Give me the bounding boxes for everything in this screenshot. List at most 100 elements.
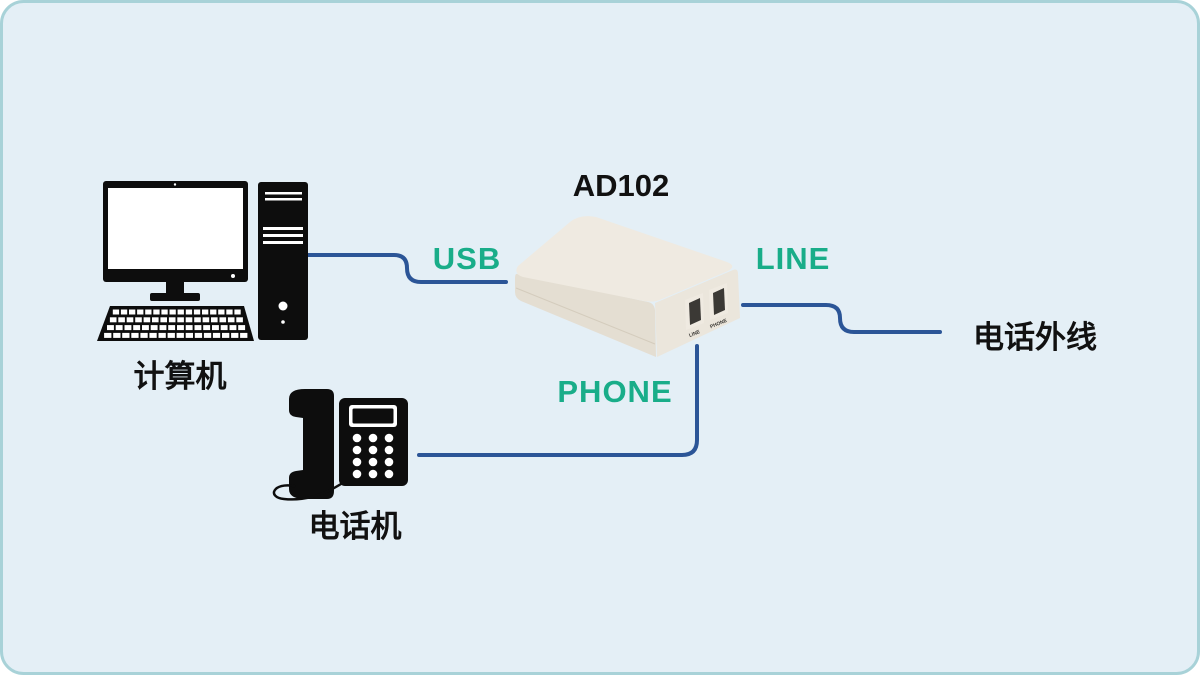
ad102-device: LINE PHONE bbox=[515, 216, 740, 357]
keyboard-key bbox=[234, 309, 241, 315]
keypad-button bbox=[368, 457, 378, 467]
keyboard-key bbox=[236, 317, 243, 323]
keypad-button bbox=[368, 445, 378, 455]
keyboard-key bbox=[218, 309, 225, 315]
keyboard-key bbox=[202, 317, 210, 323]
keyboard-key bbox=[152, 317, 159, 323]
external-line-label: 电话外线 bbox=[973, 320, 1097, 356]
keyboard-key bbox=[145, 309, 152, 315]
telephone-icon bbox=[272, 389, 408, 501]
keyboard-key bbox=[137, 309, 144, 315]
monitor-stand-neck bbox=[166, 282, 184, 294]
keyboard-key bbox=[194, 332, 203, 338]
keyboard-key bbox=[219, 317, 227, 323]
keyboard-key bbox=[185, 325, 193, 331]
keyboard-key bbox=[122, 332, 130, 338]
tower-power-button bbox=[278, 301, 288, 311]
keypad-button bbox=[352, 433, 362, 443]
line-jack-socket bbox=[689, 298, 701, 325]
keyboard-key bbox=[229, 325, 237, 331]
keyboard-key bbox=[167, 332, 175, 338]
monitor-power-dot bbox=[231, 274, 235, 278]
tower-drive-slot bbox=[265, 198, 302, 201]
device-seam bbox=[515, 287, 656, 345]
keyboard-key bbox=[238, 325, 246, 331]
computer-label: 计算机 bbox=[134, 359, 227, 395]
keypad-button bbox=[384, 433, 394, 443]
tower-led bbox=[281, 320, 285, 324]
telephone-cord bbox=[272, 482, 343, 501]
keyboard-key bbox=[161, 309, 168, 315]
keyboard-key bbox=[142, 325, 149, 331]
keyboard-key bbox=[203, 332, 212, 338]
keyboard-key bbox=[149, 332, 157, 338]
keyboard-key bbox=[185, 332, 193, 338]
keyboard-key bbox=[211, 317, 218, 323]
phone-cable bbox=[417, 344, 699, 457]
telephone-display-inner bbox=[352, 408, 394, 424]
keyboard-key bbox=[120, 309, 128, 315]
tower-vent bbox=[263, 234, 303, 237]
keyboard-key bbox=[226, 309, 233, 315]
telephone-keypad bbox=[352, 433, 394, 479]
keyboard-key bbox=[177, 317, 184, 323]
keyboard-key bbox=[177, 309, 184, 315]
computer-tower bbox=[258, 182, 308, 340]
device-top-face bbox=[516, 216, 733, 302]
keyboard-key bbox=[231, 332, 239, 338]
keypad-button bbox=[352, 457, 362, 467]
keyboard-key bbox=[112, 309, 120, 315]
keypad-button bbox=[384, 457, 394, 467]
keypad-button bbox=[368, 469, 378, 479]
keyboard-key bbox=[109, 317, 117, 323]
keyboard-key bbox=[107, 325, 114, 331]
keyboard-key bbox=[124, 325, 132, 331]
keyboard-key bbox=[222, 332, 230, 338]
keyboard-key bbox=[210, 309, 217, 315]
keyboard-key bbox=[168, 317, 176, 323]
keyboard-key bbox=[104, 332, 112, 338]
keyboard-key bbox=[118, 317, 125, 323]
keyboard-key bbox=[115, 325, 123, 331]
keyboard-key bbox=[169, 309, 176, 315]
keyboard-key bbox=[194, 317, 201, 323]
keyboard-key bbox=[177, 325, 184, 331]
telephone-label: 电话机 bbox=[309, 509, 402, 545]
keyboard-key bbox=[203, 325, 211, 331]
keyboard-key bbox=[135, 317, 142, 323]
usb-label: USB bbox=[433, 241, 501, 276]
keyboard-key bbox=[150, 325, 158, 331]
line-jack-label: LINE bbox=[688, 329, 701, 339]
keyboard-key bbox=[158, 332, 166, 338]
keypad-button bbox=[352, 445, 362, 455]
keyboard-key bbox=[126, 317, 134, 323]
line-label: LINE bbox=[756, 241, 831, 276]
keyboard-key bbox=[227, 317, 235, 323]
keyboard-key bbox=[193, 309, 201, 315]
keypad-button bbox=[384, 445, 394, 455]
keyboard-key bbox=[168, 325, 176, 331]
phone-label: PHONE bbox=[557, 374, 672, 409]
keypad-button bbox=[352, 469, 362, 479]
device-title: AD102 bbox=[573, 168, 670, 203]
keyboard-key bbox=[160, 317, 167, 323]
keypad-button bbox=[384, 469, 394, 479]
line-cable bbox=[741, 303, 942, 334]
keyboard-key bbox=[159, 325, 167, 331]
keyboard bbox=[97, 306, 254, 341]
tower-vent bbox=[263, 227, 303, 230]
keyboard-key bbox=[153, 309, 160, 315]
keyboard-key bbox=[202, 309, 209, 315]
monitor-stand-base bbox=[150, 293, 200, 301]
keyboard-key bbox=[185, 317, 193, 323]
tower-vent bbox=[263, 241, 303, 244]
keyboard-key bbox=[131, 332, 139, 338]
keyboard-key bbox=[194, 325, 202, 331]
keyboard-key bbox=[220, 325, 228, 331]
telephone-handset bbox=[289, 389, 334, 499]
keyboard-key bbox=[212, 325, 219, 331]
keyboard-key bbox=[113, 332, 121, 338]
desktop-computer-icon bbox=[97, 181, 308, 341]
